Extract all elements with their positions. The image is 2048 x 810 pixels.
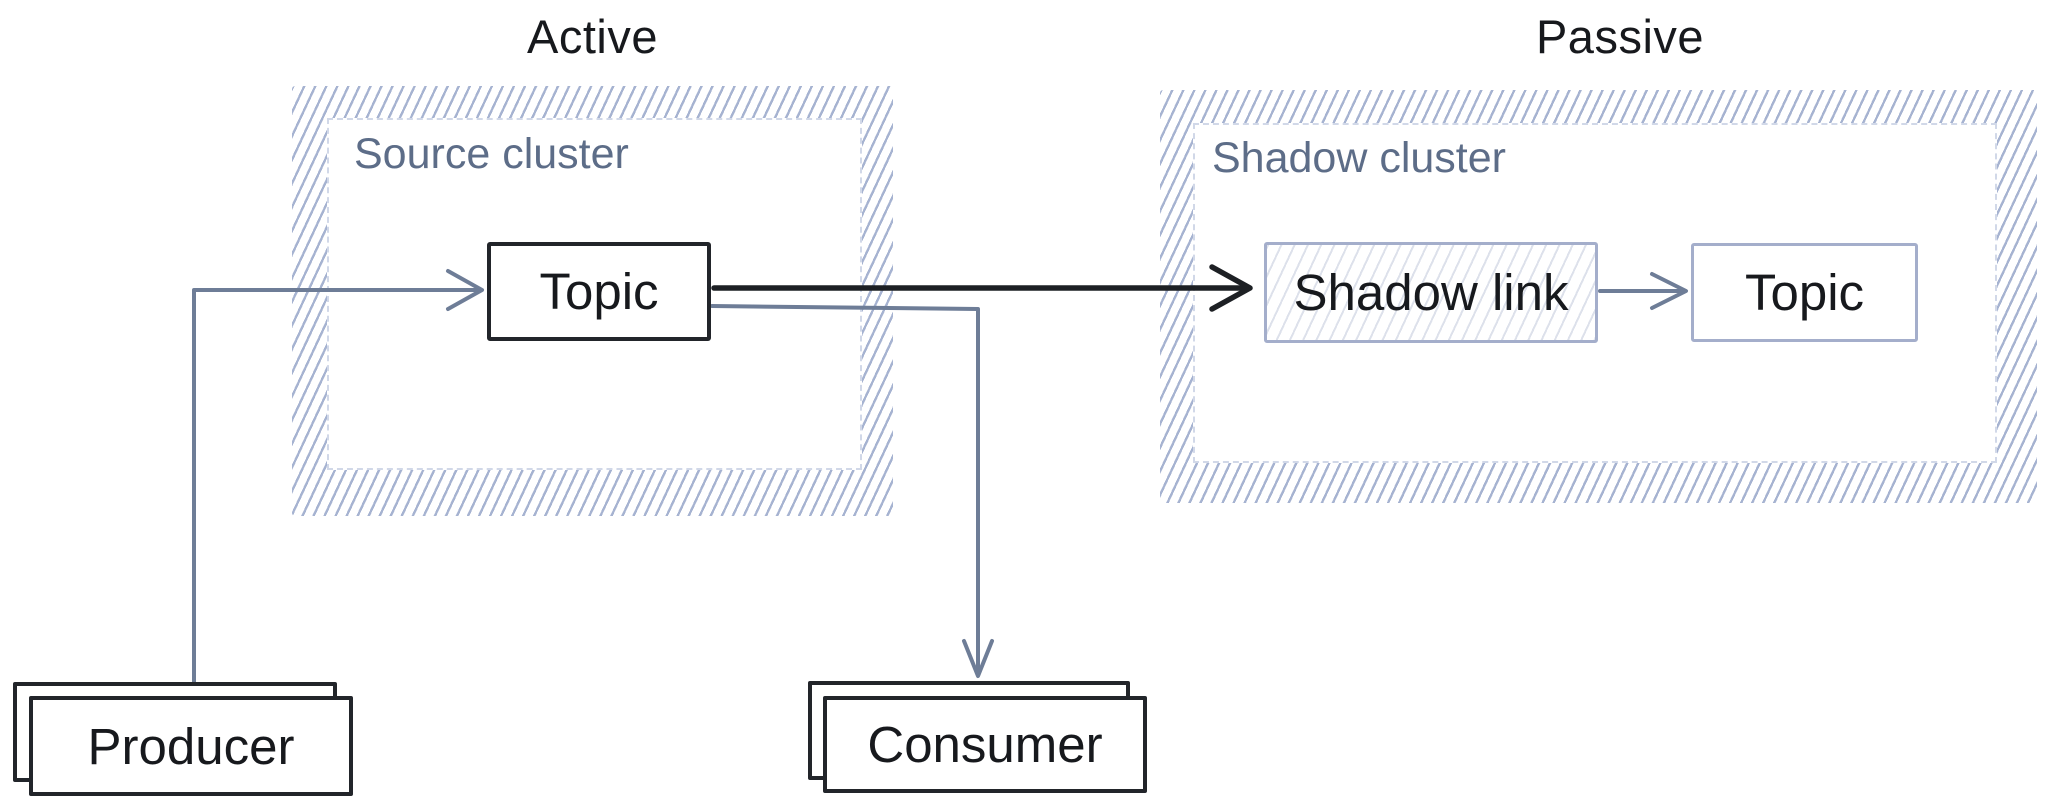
passive-zone-title: Passive bbox=[1535, 10, 1705, 63]
arrow-topic-to-shadow-link bbox=[711, 264, 1253, 312]
shadow-link-node: Shadow link bbox=[1264, 242, 1598, 343]
shadow-topic-label: Topic bbox=[1744, 264, 1865, 321]
active-zone-title: Active bbox=[527, 10, 658, 63]
arrow-shadow-link-to-topic bbox=[1598, 272, 1688, 310]
arrow-producer-to-topic bbox=[192, 269, 484, 686]
source-topic-node: Topic bbox=[487, 242, 711, 341]
consumer-node: Consumer bbox=[808, 681, 1147, 793]
source-cluster-box: Source cluster bbox=[292, 86, 893, 516]
arrow-topic-to-consumer bbox=[710, 304, 994, 678]
producer-node: Producer bbox=[13, 682, 353, 796]
shadow-link-label: Shadow link bbox=[1293, 264, 1569, 321]
source-cluster-inner bbox=[327, 118, 862, 470]
shadow-topic-node: Topic bbox=[1691, 243, 1918, 342]
consumer-label: Consumer bbox=[867, 716, 1103, 773]
source-topic-label: Topic bbox=[539, 263, 659, 320]
source-cluster-label: Source cluster bbox=[354, 130, 629, 178]
producer-label: Producer bbox=[87, 717, 295, 775]
shadow-cluster-label: Shadow cluster bbox=[1212, 134, 1506, 182]
consumer-card-front: Consumer bbox=[823, 696, 1147, 793]
producer-card-front: Producer bbox=[29, 696, 353, 796]
